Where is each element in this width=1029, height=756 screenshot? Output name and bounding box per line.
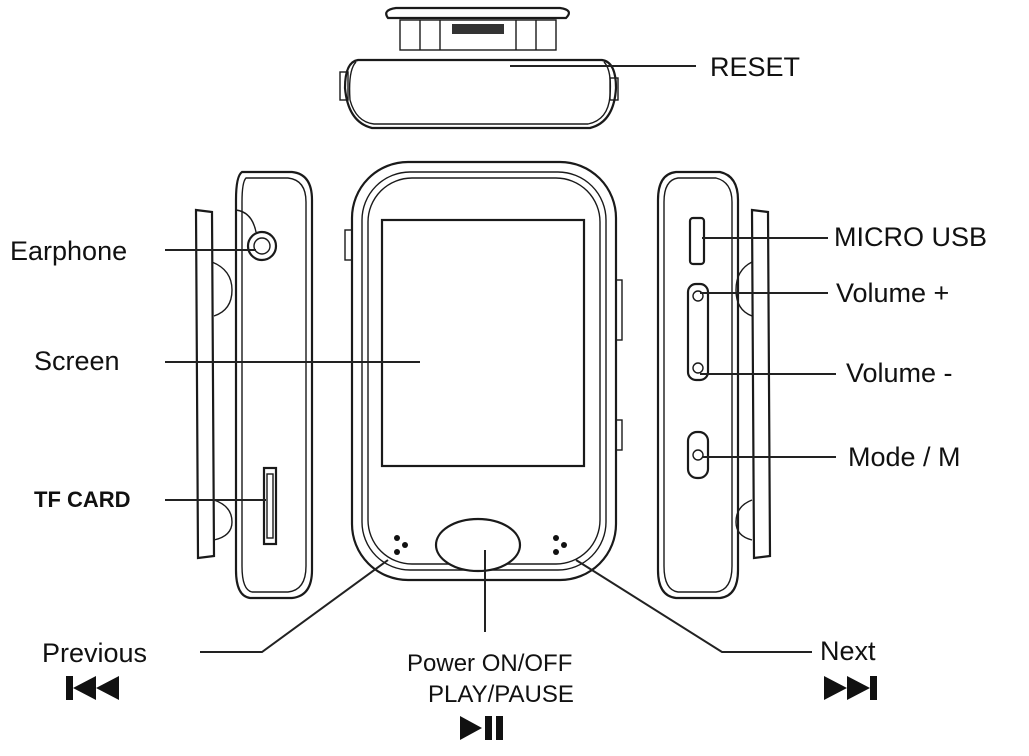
label-earphone: Earphone (10, 236, 127, 266)
next-button[interactable] (553, 535, 567, 555)
label-play-pause: PLAY/PAUSE (428, 681, 574, 708)
label-volume-plus: Volume + (836, 278, 949, 308)
right-side-device (656, 170, 772, 600)
leader-lines (165, 65, 836, 653)
previous-button[interactable] (394, 535, 408, 555)
label-reset: RESET (710, 52, 800, 82)
left-side-device (194, 170, 314, 600)
label-previous: Previous (42, 638, 147, 668)
label-next: Next (820, 636, 876, 666)
skip-previous-icon (66, 676, 119, 700)
volume-rocker[interactable] (686, 282, 710, 382)
label-micro-usb: MICRO USB (834, 222, 987, 252)
power-play-button[interactable] (434, 517, 522, 573)
play-pause-icon (460, 716, 503, 740)
micro-usb-port (688, 216, 706, 266)
top-view-device (339, 6, 619, 130)
front-device (344, 160, 623, 582)
label-volume-minus: Volume - (846, 358, 953, 388)
label-screen: Screen (34, 346, 120, 376)
label-mode: Mode / M (848, 442, 961, 472)
label-tf-card: TF CARD (34, 487, 131, 512)
skip-next-icon (824, 676, 877, 700)
label-power: Power ON/OFF (407, 650, 572, 677)
screen-display (380, 218, 586, 468)
mode-button[interactable] (686, 430, 710, 480)
